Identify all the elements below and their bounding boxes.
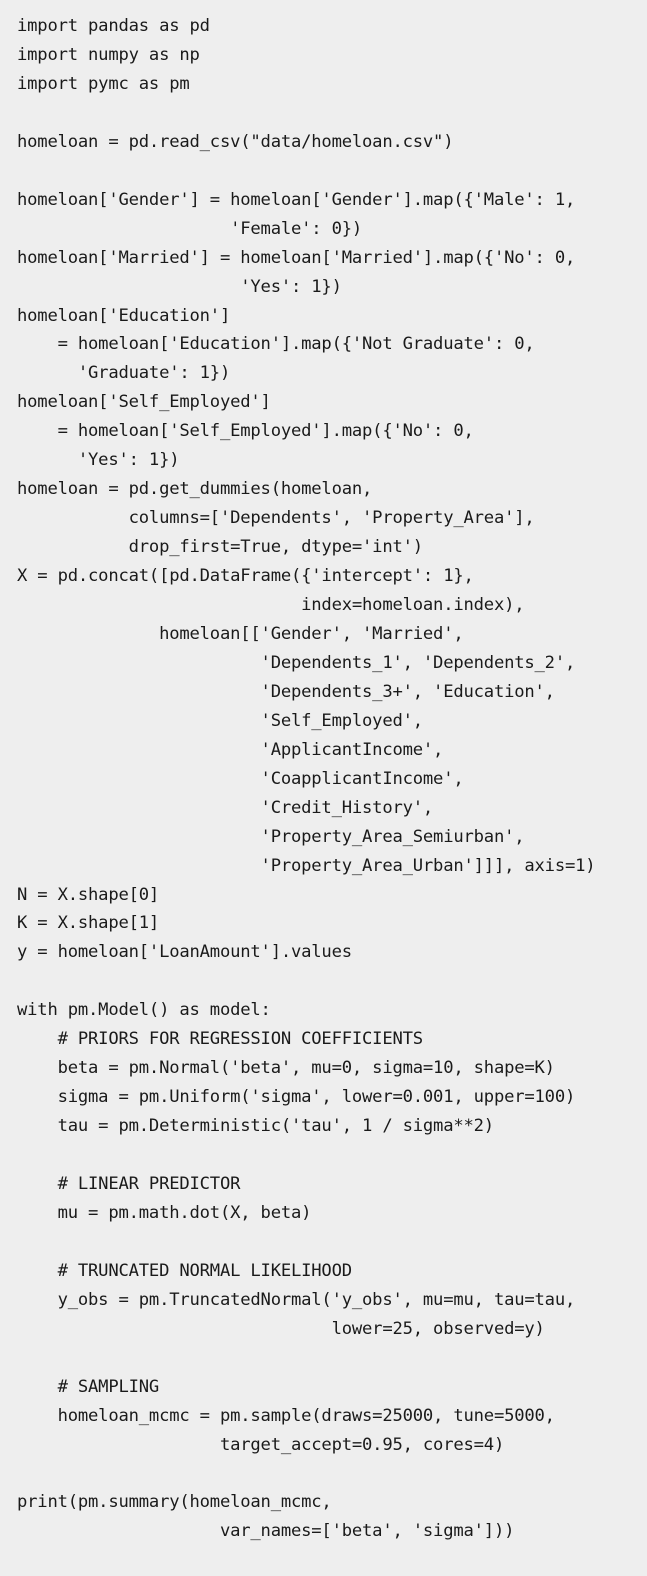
code-line: 'Credit_History', [17, 797, 434, 818]
code-line: 'ApplicantIncome', [17, 739, 444, 760]
code-line: print(pm.summary(homeloan_mcmc, [17, 1492, 332, 1513]
code-line: # TRUNCATED NORMAL LIKELIHOOD [17, 1260, 353, 1281]
code-line: homeloan['Married'] = homeloan['Married'… [17, 247, 576, 268]
code-line: X = pd.concat([pd.DataFrame({'intercept'… [17, 566, 474, 587]
code-line: 'Self_Employed', [17, 710, 424, 731]
code-line: import pandas as pd [17, 16, 210, 36]
code-line: 'Dependents_3+', 'Education', [17, 681, 556, 702]
code-line: mu = pm.math.dot(X, beta) [17, 1202, 312, 1223]
code-line: homeloan['Education'] [17, 305, 231, 326]
code-line: 'Yes': 1}) [17, 276, 342, 297]
code-line: N = X.shape[0] [17, 884, 160, 905]
code-line: # LINEAR PREDICTOR [17, 1174, 241, 1194]
code-line: drop_first=True, dtype='int') [17, 537, 423, 558]
code-line: tau = pm.Deterministic('tau', 1 / sigma*… [17, 1116, 495, 1137]
code-line: = homeloan['Self_Employed'].map({'No': 0… [17, 421, 474, 442]
code-line: sigma = pm.Uniform('sigma', lower=0.001,… [17, 1087, 576, 1108]
code-line: homeloan['Self_Employed'] [17, 392, 271, 413]
code-line: # SAMPLING [17, 1376, 160, 1397]
code-line: 'Property_Area_Semiurban', [17, 826, 525, 847]
code-line: homeloan = pd.get_dummies(homeloan, [17, 479, 373, 500]
code-line: target_accept=0.95, cores=4) [17, 1434, 505, 1455]
code-line: # PRIORS FOR REGRESSION COEFFICIENTS [17, 1029, 424, 1050]
code-line: K = X.shape[1] [17, 913, 160, 934]
code-line: import numpy as np [17, 44, 200, 65]
code-line: 'Female': 0}) [17, 218, 363, 239]
code-line: lower=25, observed=y) [17, 1318, 545, 1339]
code-line: homeloan['Gender'] = homeloan['Gender'].… [17, 189, 576, 210]
code-line: beta = pm.Normal('beta', mu=0, sigma=10,… [17, 1058, 555, 1079]
code-line: 'Yes': 1}) [17, 450, 180, 471]
code-line: homeloan_mcmc = pm.sample(draws=25000, t… [17, 1405, 555, 1426]
code-line: y = homeloan['LoanAmount'].values [17, 942, 352, 963]
code-line: var_names=['beta', 'sigma'])) [17, 1521, 515, 1542]
code-line: y_obs = pm.TruncatedNormal('y_obs', mu=m… [17, 1289, 576, 1310]
code-line: 'CoapplicantIncome', [17, 768, 464, 789]
code-line: columns=['Dependents', 'Property_Area'], [17, 508, 535, 529]
code-line: with pm.Model() as model: [17, 1000, 271, 1021]
code-line: import pymc as pm [17, 73, 190, 94]
code-line: index=homeloan.index), [17, 595, 525, 615]
code-line: 'Graduate': 1}) [17, 363, 231, 384]
code-line: 'Property_Area_Urban']]], axis=1) [17, 855, 596, 876]
code-line: 'Dependents_1', 'Dependents_2', [17, 652, 576, 673]
code-line: = homeloan['Education'].map({'Not Gradua… [17, 334, 535, 355]
code-line: homeloan[['Gender', 'Married', [17, 623, 464, 644]
code-line: homeloan = pd.read_csv("data/homeloan.cs… [17, 131, 454, 152]
